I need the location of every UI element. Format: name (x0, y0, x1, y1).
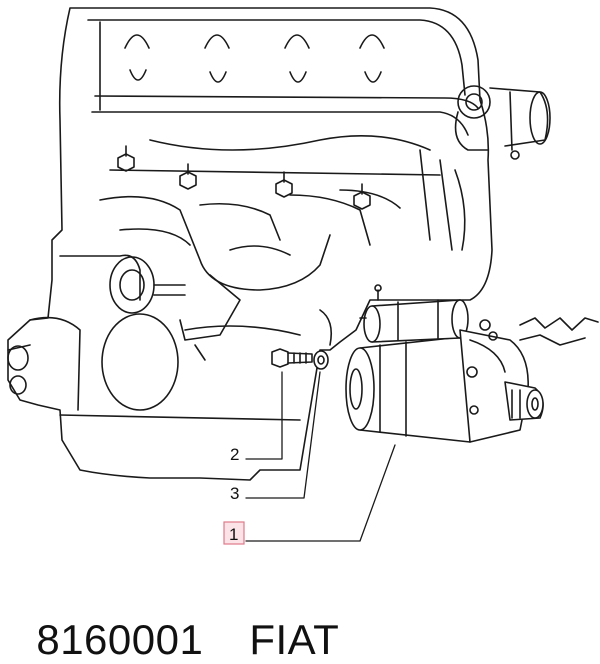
manifold-nut-3 (275, 171, 293, 198)
leader-line-starter (245, 444, 396, 542)
starter-motor-drawing (345, 284, 544, 443)
exploded-parts-diagram: 2 3 1 (7, 7, 599, 545)
alternator-drawing (7, 254, 186, 411)
callout-highlight-box (223, 521, 245, 545)
washer-drawing (313, 350, 329, 370)
part-caption: 8160001 FIAT (12, 568, 339, 664)
manifold-nut-2 (179, 163, 197, 190)
leader-line-washer (245, 371, 321, 499)
engine-block-drawing (7, 7, 599, 481)
callout-starter-motor: 1 (229, 525, 238, 544)
bolt-drawing (271, 348, 313, 368)
callout-bolt: 2 (230, 445, 239, 464)
distributor-drawing (454, 85, 551, 160)
part-number: 8160001 (36, 616, 204, 663)
manifold-nut-4 (353, 183, 371, 210)
leader-line-bolt (245, 371, 283, 460)
callout-washer: 3 (230, 484, 239, 503)
leader-lines (245, 371, 396, 542)
manifold-nut-1 (117, 145, 135, 172)
brand-name: FIAT (249, 616, 340, 663)
